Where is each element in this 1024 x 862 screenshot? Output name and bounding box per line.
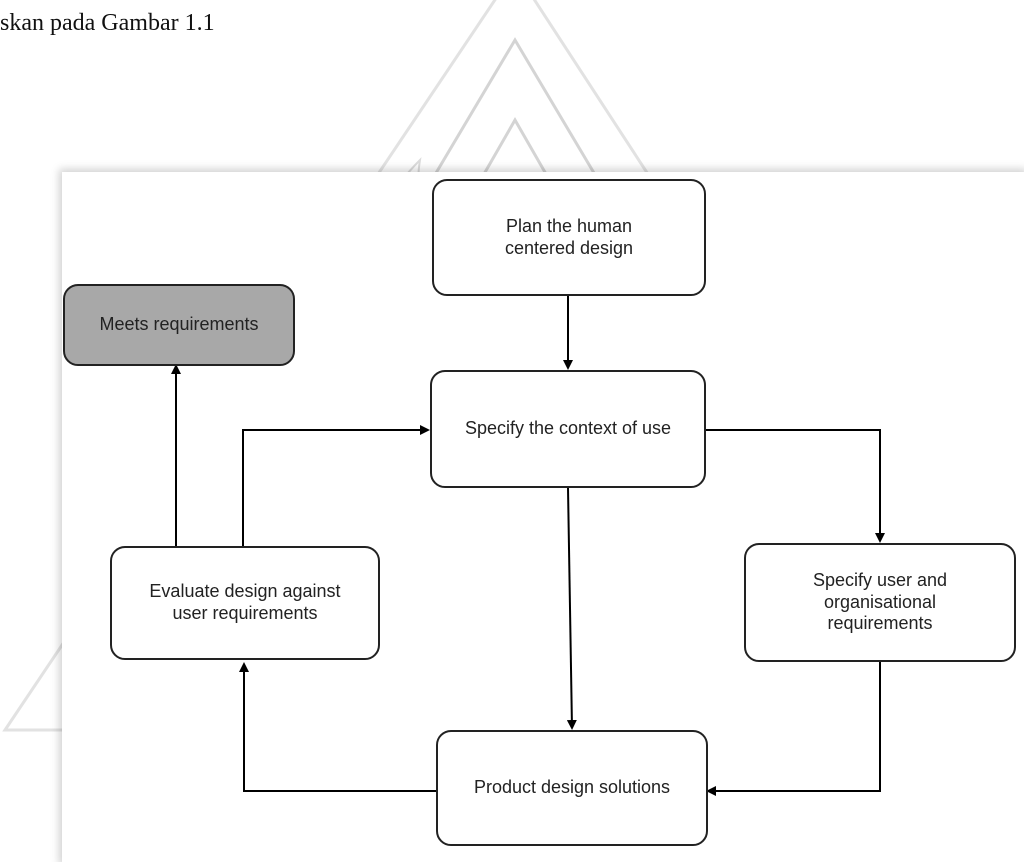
edge-context-to-solutions [566,487,577,730]
edge-solutions-to-evaluate [239,662,436,792]
node-evaluate-design: Evaluate design against user requirement… [110,546,380,660]
node-meets-requirements: Meets requirements [63,284,295,366]
caption-text: skan pada Gambar 1.1 [0,10,215,36]
node-product-design-solutions: Product design solutions [436,730,708,846]
edge-evaluate-to-context [242,425,430,546]
edge-context-to-requirements [706,429,885,543]
edge-requirements-to-solutions [706,662,881,796]
node-specify-context-of-use: Specify the context of use [430,370,706,488]
node-plan-human-centered-design: Plan the human centered design [432,179,706,296]
node-specify-user-org-requirements: Specify user and organisational requirem… [744,543,1016,662]
